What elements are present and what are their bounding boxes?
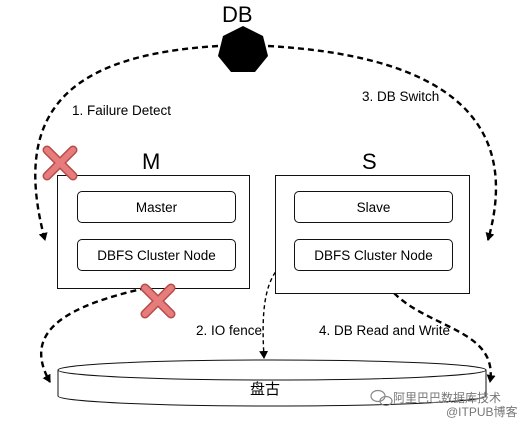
master-group-title: M — [142, 149, 161, 174]
watermark-line1: 阿里巴巴数据库技术 — [393, 391, 502, 405]
master-dbfs-node-box: DBFS Cluster Node — [77, 239, 236, 271]
storage-label: 盘古 — [250, 381, 281, 398]
db-switch-label: 3. DB Switch — [362, 89, 440, 104]
watermark-line2: @ITPUB博客 — [446, 405, 518, 419]
db-read-write-label: 4. DB Read and Write — [319, 323, 451, 338]
master-failure-x-icon — [42, 145, 78, 181]
wechat-logo-icon — [370, 389, 393, 407]
slave-group-title: S — [362, 149, 377, 174]
failure-detect-arrow — [34, 44, 219, 241]
db-label: DB — [222, 2, 253, 27]
db-heptagon-icon — [218, 26, 268, 72]
master-dbfs-node-label: DBFS Cluster Node — [97, 247, 216, 263]
slave-box: Slave — [294, 191, 453, 223]
io-fence-failure-x-icon — [140, 283, 176, 319]
failure-detect-label: 1. Failure Detect — [72, 103, 172, 118]
master-box: Master — [77, 191, 236, 223]
slave-box-label: Slave — [356, 199, 391, 215]
master-to-storage-arrow — [40, 286, 147, 383]
master-box-label: Master — [135, 199, 178, 215]
db-switch-arrow — [267, 44, 498, 241]
slave-dbfs-node-box: DBFS Cluster Node — [294, 239, 453, 271]
slave-dbfs-node-label: DBFS Cluster Node — [314, 247, 433, 263]
io-fence-label: 2. IO fence — [196, 323, 263, 338]
